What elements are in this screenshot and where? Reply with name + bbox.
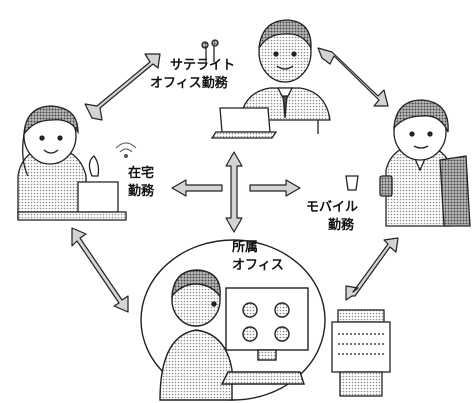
plant-icon: [201, 39, 219, 62]
label-satellite-line2: オフィス勤務: [150, 76, 228, 91]
cycle-arrows: [71, 47, 399, 313]
label-satellite-line1: サテライト: [170, 58, 236, 73]
arrow-bottom-left: [71, 227, 129, 313]
person-mobile-icon: [345, 99, 471, 227]
label-home-line1: 在宅: [128, 166, 155, 181]
label-mobile-line1: モバイル: [306, 200, 359, 215]
arrow-top-right: [317, 47, 389, 107]
center-four-way-arrow: [171, 151, 301, 233]
center-arrow-right: [249, 179, 301, 197]
center-arrow-left: [171, 179, 223, 197]
wifi-icon: [115, 142, 137, 158]
arrow-bottom-right: [345, 237, 399, 301]
label-office-line1: 所属: [232, 240, 259, 255]
person-office-icon: [140, 239, 326, 401]
center-arrow-vertical: [225, 151, 243, 233]
label-home-line2: 勤務: [128, 184, 155, 199]
label-mobile-line2: 勤務: [328, 218, 355, 233]
video-call-monitor-icon: [225, 287, 309, 361]
label-office-line2: オフィス: [232, 258, 284, 273]
printer-icon: [331, 309, 391, 397]
person-home-icon: [17, 105, 137, 221]
arrow-top-left: [84, 53, 161, 121]
person-satellite-office-icon: [201, 19, 331, 139]
